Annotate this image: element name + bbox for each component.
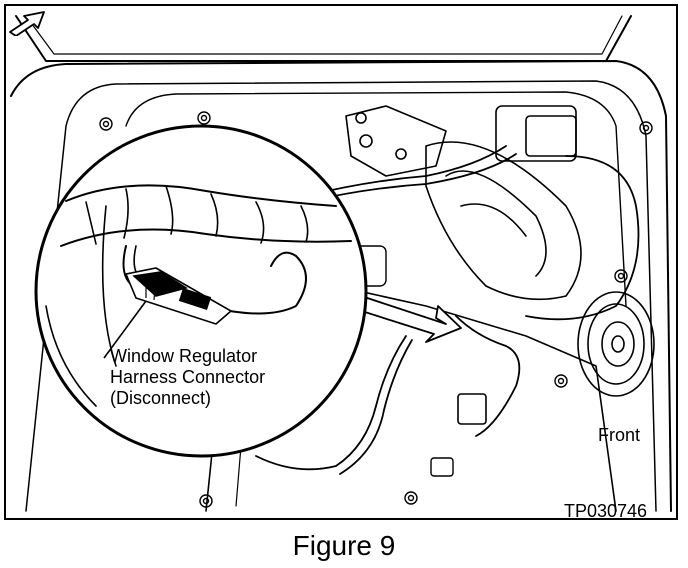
callout-line-1: Window Regulator [110, 346, 258, 366]
callout-label: Window Regulator Harness Connector (Disc… [110, 346, 265, 409]
magnified-view [34, 124, 368, 458]
front-arrow-icon [9, 11, 45, 36]
diagram-frame: Window Regulator Harness Connector (Disc… [4, 4, 678, 520]
window-regulator-harness-connector [124, 267, 233, 325]
door-outer-shell [10, 60, 672, 512]
speaker [577, 291, 655, 397]
figure-id-code: TP030746 [564, 501, 648, 520]
callout-line-3: (Disconnect) [110, 388, 212, 408]
wiring-harness [255, 145, 640, 475]
lower-connector [457, 393, 487, 425]
handle-bracket [345, 105, 447, 177]
callout-leader [103, 300, 147, 359]
front-label: Front [598, 425, 641, 445]
window-edge [15, 15, 632, 62]
figure-caption: Figure 9 [292, 530, 396, 561]
magnify-pointer [345, 290, 462, 343]
callout-line-2: Harness Connector [110, 367, 266, 387]
door-panel-illustration [10, 15, 672, 512]
door-lock-assembly [425, 105, 582, 301]
mounting-bolts [99, 111, 653, 508]
